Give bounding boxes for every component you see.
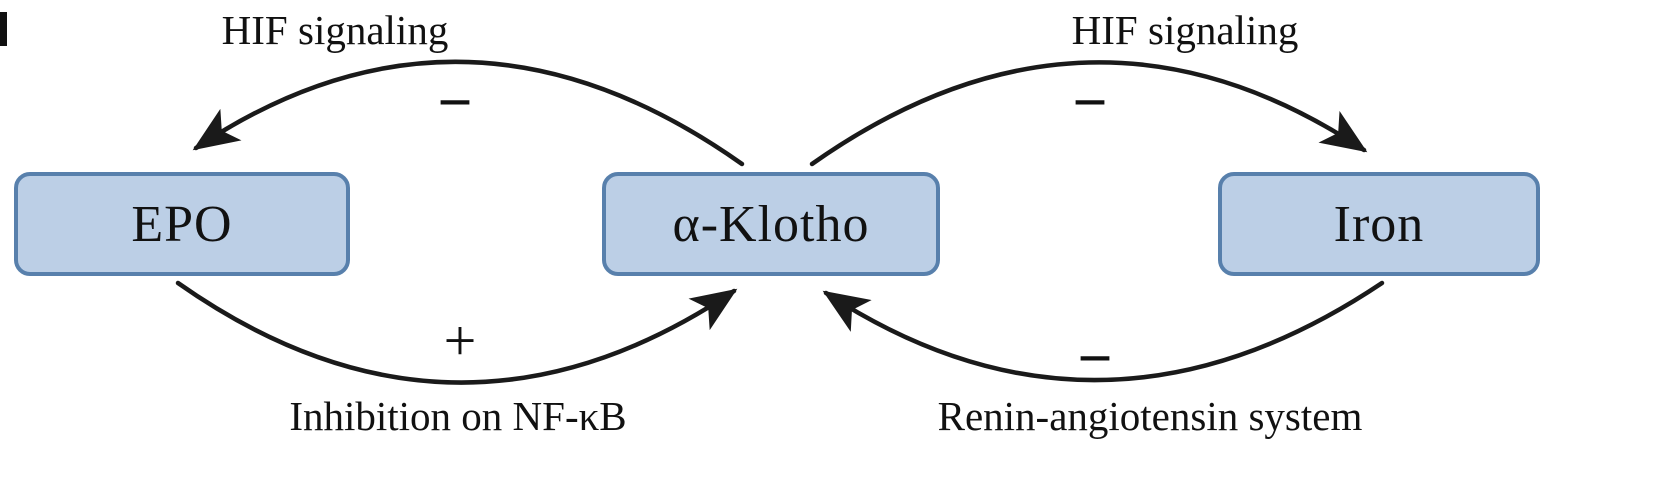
arrow-klotho-to-iron bbox=[809, 60, 1368, 167]
arrow-klotho-to-epo bbox=[192, 59, 745, 167]
edge-sign-minus-bottom-right: − bbox=[1077, 325, 1113, 393]
edge-label-hif-signaling-left: HIF signaling bbox=[221, 7, 449, 53]
node-iron-label: Iron bbox=[1333, 195, 1425, 253]
edge-sign-minus-top-right: − bbox=[1072, 69, 1108, 137]
edge-label-renin-angiotensin: Renin-angiotensin system bbox=[937, 393, 1363, 439]
node-iron: Iron bbox=[1218, 172, 1540, 276]
crop-artifact-mark bbox=[0, 12, 7, 46]
node-epo-label: EPO bbox=[131, 195, 233, 253]
edge-label-inhibition-nfkb: Inhibition on NF-κB bbox=[289, 393, 627, 439]
node-alpha-klotho-label: α-Klotho bbox=[672, 195, 870, 253]
edge-sign-minus-top-left: − bbox=[437, 69, 473, 137]
node-epo: EPO bbox=[14, 172, 350, 276]
edge-label-hif-signaling-right: HIF signaling bbox=[1071, 7, 1299, 53]
arrow-epo-to-klotho bbox=[175, 280, 738, 385]
edge-sign-plus-bottom-left: + bbox=[443, 308, 477, 373]
node-alpha-klotho: α-Klotho bbox=[602, 172, 940, 276]
arrow-iron-to-klotho bbox=[822, 280, 1385, 383]
